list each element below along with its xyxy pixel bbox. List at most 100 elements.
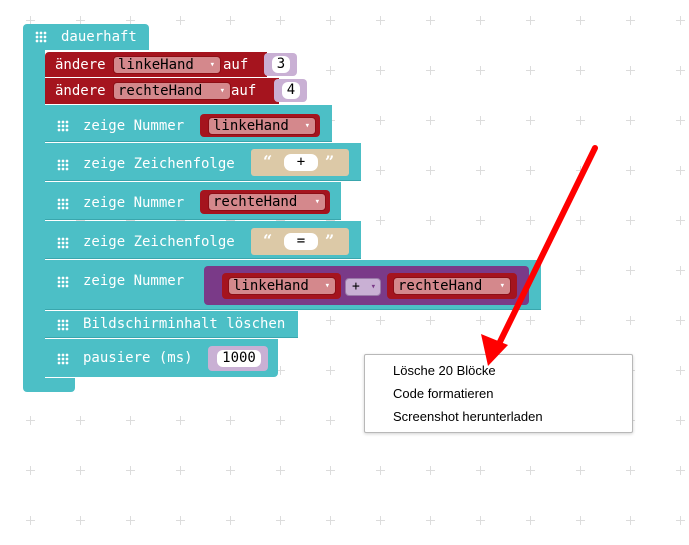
grid-plus-marker bbox=[676, 466, 685, 475]
clear-screen-label: Bildschirminhalt löschen bbox=[83, 316, 286, 332]
grid-plus-marker bbox=[426, 16, 435, 25]
grid-plus-marker bbox=[626, 16, 635, 25]
grid-plus-marker bbox=[676, 316, 685, 325]
grid-icon bbox=[57, 353, 69, 365]
grid-plus-marker bbox=[26, 516, 35, 525]
number-input-4[interactable]: 4 bbox=[282, 82, 300, 99]
grid-plus-marker bbox=[176, 16, 185, 25]
grid-plus-marker bbox=[76, 16, 85, 25]
grid-plus-marker bbox=[376, 66, 385, 75]
menu-item-download-screenshot[interactable]: Screenshot herunterladen bbox=[393, 409, 543, 424]
pause-label: pausiere (ms) bbox=[83, 350, 193, 366]
grid-plus-marker bbox=[526, 166, 535, 175]
set-variable-block-rechtehand[interactable]: ändere rechteHand ▾ auf bbox=[45, 78, 279, 104]
number-slot: 1000 bbox=[208, 346, 268, 371]
number-input-3[interactable]: 3 bbox=[272, 56, 290, 73]
grid-plus-marker bbox=[426, 466, 435, 475]
set-variable-mid: auf bbox=[231, 83, 257, 99]
grid-plus-marker bbox=[626, 316, 635, 325]
variable-dropdown-linkehand[interactable]: linkeHand ▾ bbox=[113, 56, 221, 74]
grid-plus-marker bbox=[476, 316, 485, 325]
grid-icon bbox=[57, 159, 69, 171]
grid-plus-marker bbox=[376, 166, 385, 175]
variable-dropdown-rechtehand[interactable]: rechteHand ▾ bbox=[208, 193, 326, 211]
grid-plus-marker bbox=[26, 16, 35, 25]
grid-plus-marker bbox=[576, 116, 585, 125]
string-slot: “ + ” bbox=[251, 149, 349, 176]
grid-plus-marker bbox=[376, 216, 385, 225]
grid-plus-marker bbox=[326, 216, 335, 225]
grid-plus-marker bbox=[476, 166, 485, 175]
forever-block[interactable]: dauerhaft bbox=[23, 24, 149, 50]
grid-plus-marker bbox=[676, 266, 685, 275]
show-number-label: zeige Nummer bbox=[83, 195, 185, 211]
grid-icon bbox=[35, 31, 47, 43]
grid-plus-marker bbox=[326, 466, 335, 475]
show-number-label: zeige Nummer bbox=[83, 273, 185, 289]
show-string-label: zeige Zeichenfolge bbox=[83, 234, 235, 250]
quote-close-icon: ” bbox=[325, 152, 335, 171]
variable-slot: linkeHand ▾ bbox=[222, 273, 341, 299]
chevron-down-icon: ▾ bbox=[499, 281, 505, 291]
grid-plus-marker bbox=[226, 16, 235, 25]
grid-plus-marker bbox=[126, 416, 135, 425]
variable-slot: rechteHand ▾ bbox=[387, 273, 517, 299]
set-variable-prefix: ändere bbox=[55, 83, 106, 99]
set-variable-prefix: ändere bbox=[55, 57, 106, 73]
quote-open-icon: “ bbox=[263, 231, 273, 250]
grid-plus-marker bbox=[426, 516, 435, 525]
operator-dropdown[interactable]: + ▾ bbox=[345, 278, 381, 296]
grid-plus-marker bbox=[276, 16, 285, 25]
chevron-down-icon: ▾ bbox=[314, 197, 320, 207]
grid-plus-marker bbox=[526, 16, 535, 25]
clear-screen-block[interactable]: Bildschirminhalt löschen bbox=[45, 311, 298, 338]
menu-item-format-code[interactable]: Code formatieren bbox=[393, 386, 494, 401]
grid-plus-marker bbox=[626, 166, 635, 175]
grid-plus-marker bbox=[426, 216, 435, 225]
grid-plus-marker bbox=[676, 216, 685, 225]
grid-plus-marker bbox=[576, 166, 585, 175]
grid-plus-marker bbox=[326, 66, 335, 75]
variable-dropdown-linkehand[interactable]: linkeHand ▾ bbox=[228, 277, 336, 295]
variable-dropdown-rechtehand[interactable]: rechteHand ▾ bbox=[393, 277, 511, 295]
grid-plus-marker bbox=[476, 466, 485, 475]
grid-icon bbox=[57, 198, 69, 210]
grid-plus-marker bbox=[276, 216, 285, 225]
grid-plus-marker bbox=[326, 366, 335, 375]
show-string-label: zeige Zeichenfolge bbox=[83, 156, 235, 172]
grid-plus-marker bbox=[626, 116, 635, 125]
grid-plus-marker bbox=[576, 466, 585, 475]
grid-plus-marker bbox=[576, 66, 585, 75]
variable-dropdown-rechtehand[interactable]: rechteHand ▾ bbox=[113, 82, 231, 100]
grid-plus-marker bbox=[626, 66, 635, 75]
grid-plus-marker bbox=[576, 16, 585, 25]
variable-slot: rechteHand ▾ bbox=[200, 190, 330, 214]
grid-plus-marker bbox=[326, 316, 335, 325]
string-input-equals[interactable]: = bbox=[284, 233, 318, 250]
grid-plus-marker bbox=[676, 366, 685, 375]
grid-plus-marker bbox=[26, 466, 35, 475]
variable-dropdown-linkehand[interactable]: linkeHand ▾ bbox=[208, 117, 316, 135]
set-variable-block-linkehand[interactable]: ändere linkeHand ▾ auf bbox=[45, 52, 267, 77]
grid-icon bbox=[57, 120, 69, 132]
grid-plus-marker bbox=[76, 466, 85, 475]
grid-plus-marker bbox=[76, 416, 85, 425]
number-slot: 4 bbox=[274, 79, 307, 102]
quote-open-icon: “ bbox=[263, 152, 273, 171]
chevron-down-icon: ▾ bbox=[209, 60, 215, 70]
grid-plus-marker bbox=[226, 466, 235, 475]
variable-slot: linkeHand ▾ bbox=[200, 114, 320, 137]
grid-plus-marker bbox=[126, 466, 135, 475]
grid-plus-marker bbox=[376, 16, 385, 25]
number-slot: 3 bbox=[264, 53, 297, 76]
grid-plus-marker bbox=[476, 16, 485, 25]
menu-item-delete-blocks[interactable]: Lösche 20 Blöcke bbox=[393, 363, 496, 378]
grid-plus-marker bbox=[76, 216, 85, 225]
grid-plus-marker bbox=[276, 466, 285, 475]
grid-plus-marker bbox=[476, 216, 485, 225]
grid-plus-marker bbox=[376, 516, 385, 525]
grid-plus-marker bbox=[226, 516, 235, 525]
grid-plus-marker bbox=[676, 16, 685, 25]
string-input-plus[interactable]: + bbox=[284, 154, 318, 171]
number-input-1000[interactable]: 1000 bbox=[217, 350, 261, 367]
